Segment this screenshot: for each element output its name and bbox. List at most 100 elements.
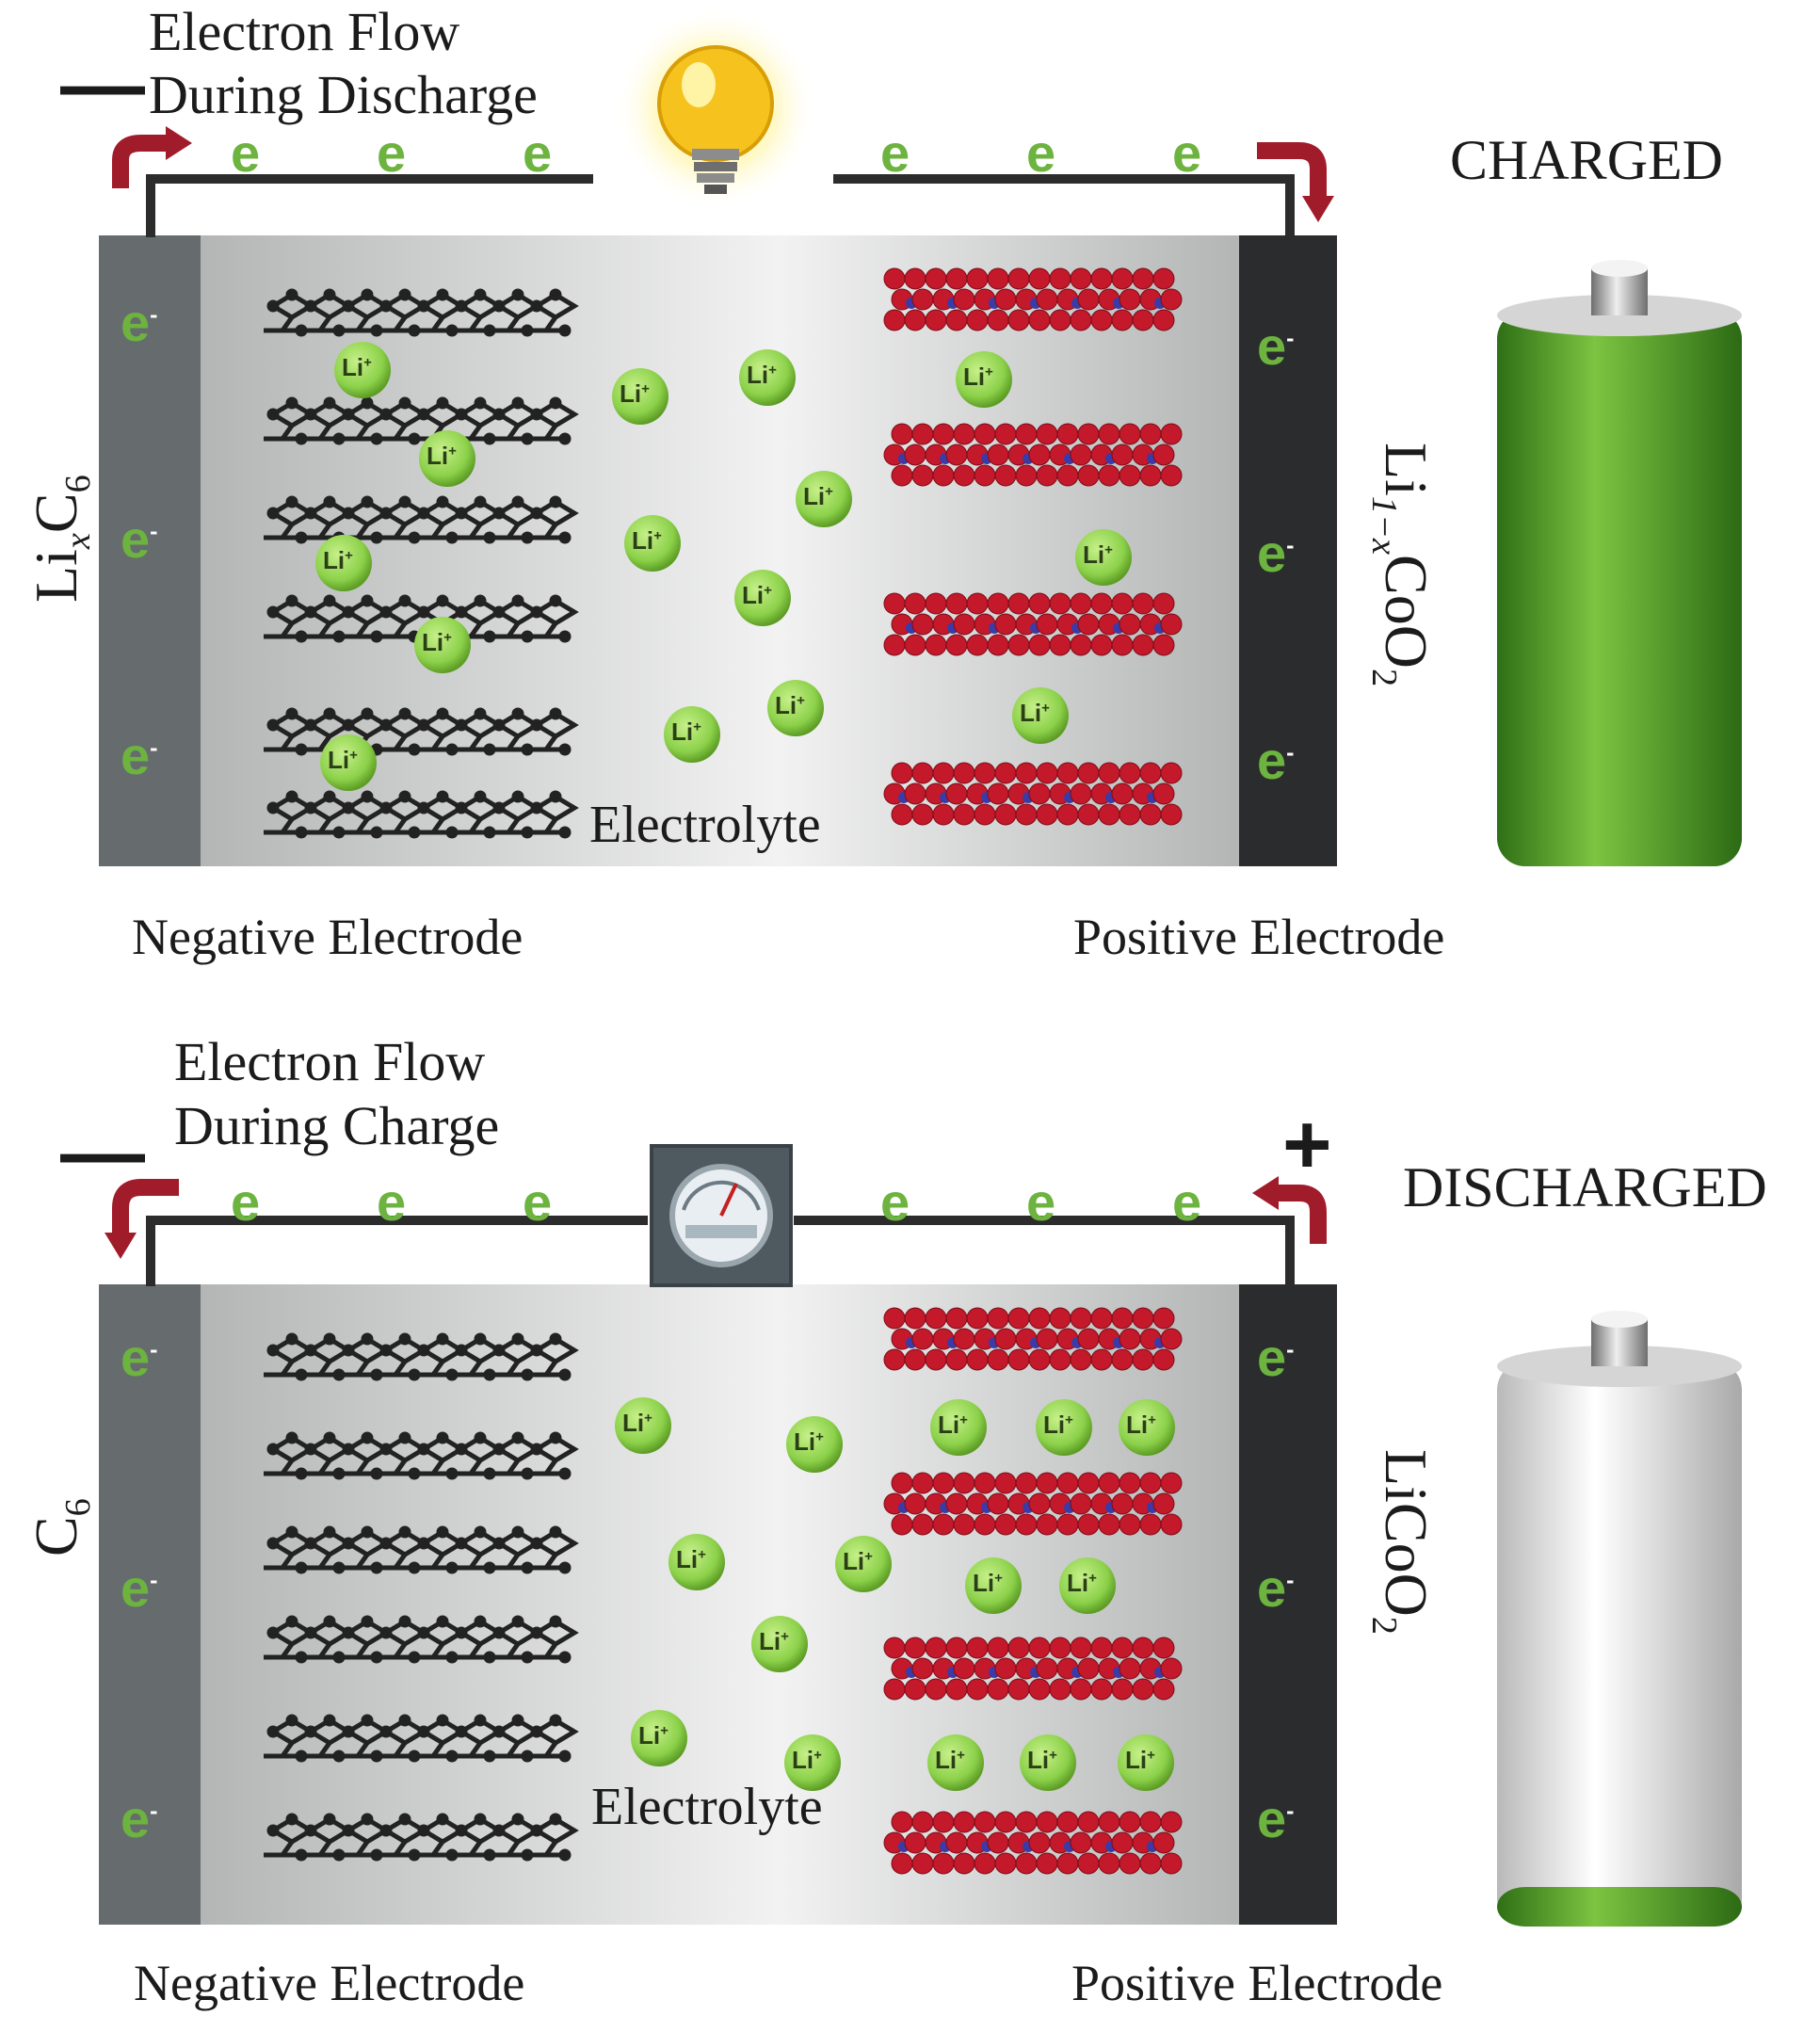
- charged-cell-diagram: [99, 7, 1742, 866]
- lithium-ion: [334, 342, 391, 398]
- lithium-ion-label: Li+: [1067, 1569, 1097, 1597]
- lithium-ion-label: Li+: [328, 746, 358, 774]
- curved-arrow-icon: [1257, 142, 1327, 198]
- lithium-ion-label: Li+: [323, 546, 353, 574]
- lithium-ion: [419, 430, 475, 487]
- cobalt-oxide-layer: [883, 592, 1183, 656]
- cobalt-oxide-layer: [883, 1811, 1183, 1875]
- lithium-ion-label: Li+: [742, 581, 772, 609]
- cobalt-oxide-layer: [883, 423, 1183, 487]
- lithium-ion: [1059, 1557, 1116, 1614]
- graphite-layer: [264, 594, 579, 643]
- lithium-ion: [414, 617, 471, 673]
- electron-marker: e-: [523, 123, 560, 183]
- electron-marker: e-: [880, 1172, 918, 1232]
- lithium-ion: [927, 1734, 984, 1791]
- external-wire-right: [794, 1216, 1295, 1286]
- graphite-layer: [264, 1431, 579, 1480]
- electron-flow-subtitle: During Discharge: [149, 64, 538, 125]
- battery-icon: [1497, 260, 1742, 866]
- electron-marker: e-: [121, 293, 158, 352]
- curved-arrow-icon: [1302, 196, 1334, 222]
- lithium-ion: [615, 1397, 671, 1454]
- lithium-ion-label: Li+: [973, 1569, 1003, 1597]
- curved-arrow-icon: [112, 1179, 179, 1234]
- lithium-ion-label: Li+: [803, 482, 833, 510]
- electron-marker: e-: [1257, 524, 1295, 583]
- lithium-ion: [751, 1616, 808, 1672]
- lithium-ion: [739, 349, 796, 406]
- battery-charge-level: [1497, 311, 1742, 866]
- battery-charge-level: [1497, 1887, 1742, 1927]
- electron-marker: e-: [121, 726, 158, 785]
- electron-marker: e-: [231, 1172, 268, 1232]
- external-wire-left: [146, 174, 593, 237]
- positive-terminal-sign: +: [1282, 1098, 1332, 1192]
- electrolyte-label: Electrolyte: [589, 796, 821, 854]
- lithium-ion: [1020, 1734, 1076, 1791]
- lithium-ion: [767, 680, 824, 736]
- charged-panel: — Electron Flow During Discharge CHARGED…: [23, 5, 1742, 965]
- cobalt-oxide-layer: [883, 1307, 1183, 1371]
- cobalt-oxide-cathode-layers: [883, 1307, 1183, 1875]
- cathode-composition-label: Li1−xCoO2: [1364, 443, 1440, 687]
- lithium-ion: [668, 1534, 725, 1590]
- anode-composition-label: LixC6: [23, 475, 98, 603]
- lithium-ion-label: Li+: [1020, 699, 1050, 727]
- electron-marker: e-: [121, 509, 158, 569]
- lithium-ions: [315, 342, 1132, 791]
- cobalt-oxide-cathode-layers: [883, 267, 1183, 826]
- lithium-ion-label: Li+: [620, 379, 650, 408]
- lithium-ion: [320, 734, 377, 791]
- electron-flow-title: Electron Flow: [174, 1031, 486, 1092]
- electron-marker: e-: [231, 123, 268, 183]
- lithium-ion: [734, 570, 791, 626]
- external-wire-right: [833, 174, 1295, 237]
- lithium-ion: [956, 351, 1012, 408]
- lithium-ion-label: Li+: [775, 691, 805, 719]
- electron-marker: e-: [121, 1558, 158, 1618]
- electron-marker: e-: [880, 123, 918, 183]
- electron-marker: e-: [121, 1789, 158, 1848]
- lithium-ion: [624, 515, 681, 572]
- positive-electrode-label: Positive Electrode: [1073, 909, 1445, 965]
- light-bulb-icon: [614, 7, 817, 210]
- lithium-ion-label: Li+: [935, 1746, 965, 1774]
- lithium-ion: [315, 535, 372, 591]
- negative-electrode-label: Negative Electrode: [132, 909, 523, 965]
- negative-terminal-sign: —: [60, 1105, 145, 1200]
- lithium-ion-label: Li+: [843, 1547, 873, 1575]
- lithium-ion: [786, 1416, 843, 1473]
- lithium-ions: [615, 1397, 1175, 1791]
- graphite-layer: [264, 1525, 579, 1574]
- lithium-ion: [1118, 1734, 1174, 1791]
- electrolyte-label: Electrolyte: [591, 1778, 823, 1836]
- negative-terminal-sign: —: [60, 38, 145, 132]
- lithium-ion: [612, 368, 668, 425]
- discharged-panel: — + Electron Flow During Charge DISCHARG…: [0, 1016, 1820, 2032]
- battery-state-label: CHARGED: [1450, 129, 1724, 191]
- lithium-ion-label: Li+: [759, 1627, 789, 1655]
- positive-current-collector: [1239, 1284, 1337, 1925]
- lithium-ion-label: Li+: [622, 1409, 652, 1437]
- cobalt-oxide-layer: [883, 1637, 1183, 1701]
- positive-electrode-label: Positive Electrode: [1071, 1955, 1443, 2011]
- lithium-ion-label: Li+: [632, 526, 662, 555]
- graphite-layer: [264, 495, 579, 544]
- lithium-ion: [835, 1536, 892, 1592]
- discharged-cell-diagram: [99, 1144, 1742, 1927]
- electron-marker: e-: [1257, 1328, 1295, 1387]
- lithium-ion: [965, 1557, 1022, 1614]
- graphite-layer: [264, 790, 579, 839]
- lithium-ion-label: Li+: [747, 361, 777, 389]
- positive-current-collector: [1239, 235, 1337, 866]
- graphite-anode-layers: [264, 1332, 579, 1862]
- lithium-ion-label: Li+: [938, 1411, 968, 1439]
- lithium-ion-label: Li+: [1027, 1746, 1057, 1774]
- graphite-layer: [264, 1615, 579, 1664]
- lithium-ion-label: Li+: [422, 628, 452, 656]
- curved-arrow-icon: [1252, 1176, 1279, 1210]
- lithium-ion-label: Li+: [671, 718, 701, 746]
- negative-electrode-label: Negative Electrode: [134, 1955, 525, 2011]
- electron-flow-subtitle: During Charge: [174, 1095, 500, 1156]
